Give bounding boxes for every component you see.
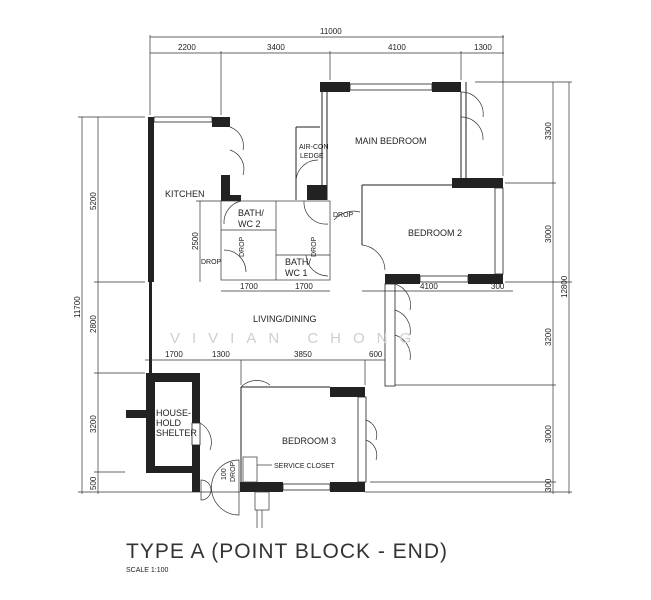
dim-middle: 600: [369, 350, 383, 359]
room-kitchen: KITCHEN: [165, 189, 205, 199]
walls: [126, 82, 504, 528]
dim-middle: 1700: [165, 350, 183, 359]
dim-right: 3000: [544, 225, 553, 243]
dim-left: 500: [89, 476, 98, 490]
top-dimensions: 11000 2200 3400 4100 1300: [149, 27, 504, 176]
left-dimensions: 11700 5200 2800 3200 500 2500: [73, 116, 240, 494]
dim-middle: 1300: [212, 350, 230, 359]
dim-right: 3300: [544, 122, 553, 140]
room-main-bedroom: MAIN BEDROOM: [355, 136, 427, 146]
dim-top: 3400: [267, 43, 285, 52]
drop-label: DROP: [201, 259, 222, 266]
dim-left: 3200: [89, 415, 98, 433]
room-bath-wc1: BATH/: [285, 257, 311, 267]
room-living-dining: LIVING/DINING: [253, 314, 317, 324]
room-household-shelter: SHELTER: [156, 428, 197, 438]
dim-bedroom2: 300: [491, 282, 505, 291]
drop-label: DROP: [230, 461, 237, 482]
watermark: VIVIAN CHONG: [170, 330, 423, 347]
dim-left-total: 11700: [73, 296, 82, 318]
dim-top: 1300: [474, 43, 492, 52]
room-household-shelter: HOLD: [156, 418, 182, 428]
dim-left: 2800: [89, 315, 98, 333]
dim-kitchen-depth: 2500: [191, 232, 200, 250]
drop-label: DROP: [311, 236, 318, 257]
dim-overall-width: 11000: [320, 27, 342, 36]
right-dimensions: 3300 3000 3200 3000 300 12800: [365, 81, 572, 494]
room-service-closet: SERVICE CLOSET: [274, 463, 335, 470]
room-labels: KITCHEN MAIN BEDROOM AIR-CON LEDGE BATH/…: [156, 136, 462, 482]
dim-top: 2200: [178, 43, 196, 52]
dim-top: 4100: [388, 43, 406, 52]
doors: [199, 91, 484, 516]
room-bath-wc2: BATH/: [238, 208, 264, 218]
dim-middle: 3850: [294, 350, 312, 359]
drop-label: DROP: [239, 236, 246, 257]
inner-dimensions: 1700 1700 4100 300 1700 1300 3850 600: [145, 282, 513, 385]
room-aircon-ledge: LEDGE: [300, 153, 324, 160]
room-bath-wc1: WC 1: [285, 268, 308, 278]
room-bedroom2: BEDROOM 2: [408, 228, 462, 238]
room-aircon-ledge: AIR-CON: [299, 144, 329, 151]
dim-100: 100: [221, 468, 228, 480]
plan-title: TYPE A (POINT BLOCK - END): [126, 540, 448, 563]
dim-bath: 1700: [240, 282, 258, 291]
room-bedroom3: BEDROOM 3: [282, 436, 336, 446]
dim-right: 3000: [544, 425, 553, 443]
dim-left: 5200: [89, 192, 98, 210]
dim-right: 300: [544, 478, 553, 492]
dim-bedroom2: 4100: [420, 282, 438, 291]
dim-right: 3200: [544, 328, 553, 346]
dim-bath: 1700: [295, 282, 313, 291]
dim-right-total: 12800: [560, 275, 569, 298]
room-bath-wc2: WC 2: [238, 219, 261, 229]
plan-scale: SCALE 1:100: [126, 567, 169, 574]
room-household-shelter: HOUSE-: [156, 408, 191, 418]
drop-label: DROP: [333, 212, 354, 219]
